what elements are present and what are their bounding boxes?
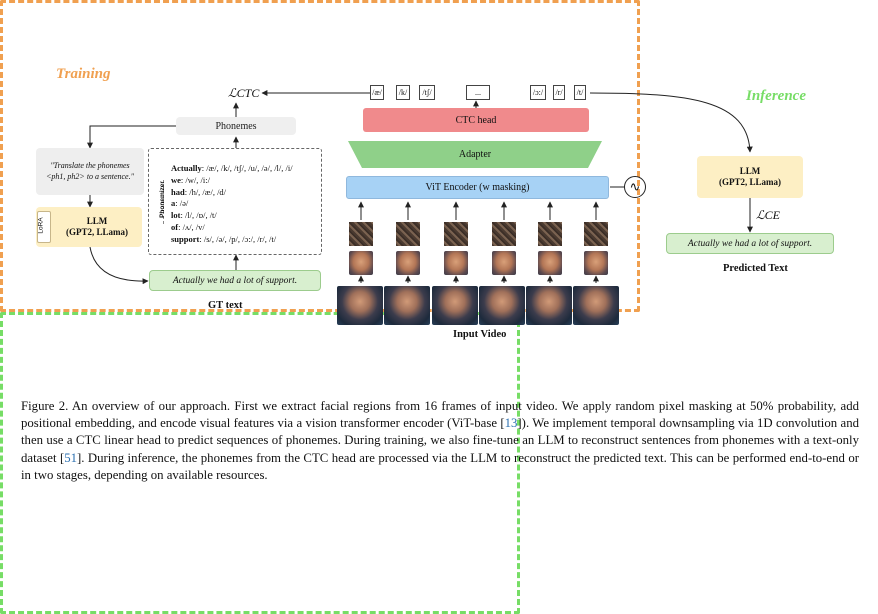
masked-frame-tile bbox=[349, 222, 373, 246]
gt-sentence-box: Actually we had a lot of support. bbox=[149, 270, 321, 291]
face-crop-tile bbox=[538, 251, 562, 275]
face-crop-tile bbox=[349, 251, 373, 275]
citation-link[interactable]: 13 bbox=[504, 416, 518, 431]
video-frame bbox=[337, 286, 383, 325]
adapter-shape bbox=[348, 141, 602, 168]
input-video-label: Input Video bbox=[453, 329, 507, 340]
llm-title: LLM bbox=[739, 166, 761, 176]
phoneme-token-ellipsis: ... bbox=[466, 85, 490, 100]
positional-embedding-icon: ∿ bbox=[624, 176, 646, 198]
phonemizer-label: Phonemizer bbox=[158, 181, 166, 218]
gt-text-label: GT text bbox=[208, 300, 243, 311]
predicted-sentence-box: Actually we had a lot of support. bbox=[666, 233, 834, 254]
face-crop-tile bbox=[396, 251, 420, 275]
connector-arrows bbox=[87, 90, 753, 285]
vit-encoder-block: ViT Encoder (w masking) bbox=[346, 176, 609, 199]
phoneme-line: of: /ʌ/, /v/ bbox=[171, 221, 205, 232]
phoneme-list: Actually: /æ/, /k/, /tʃ/, /u/, /ə/, /l/,… bbox=[171, 163, 293, 246]
phoneme-line: Actually: /æ/, /k/, /tʃ/, /u/, /ə/, /l/,… bbox=[171, 163, 293, 173]
phoneme-line: we: /w/, /i:/ bbox=[171, 174, 210, 185]
phoneme-line: support: /s/, /ə/, /p/, /ɔ:/, /r/, /t/ bbox=[171, 233, 277, 244]
llm-subtitle: (GPT2, LLama) bbox=[66, 227, 128, 237]
phoneme-token: /ɔ:/ bbox=[530, 85, 546, 100]
prompt-box: "Translate the phonemes <ph1, ph2> to a … bbox=[36, 148, 144, 195]
phonemizer-divider bbox=[149, 180, 164, 224]
adapter-label: Adapter bbox=[458, 149, 492, 160]
phoneme-token: /r/ bbox=[553, 85, 565, 100]
ctc-head-block: CTC head bbox=[363, 108, 589, 132]
phoneme-token: /k/ bbox=[396, 85, 410, 100]
face-crop-tile bbox=[492, 251, 516, 275]
phonemizer-box bbox=[148, 148, 322, 255]
ctc-loss-label: ℒCTC bbox=[228, 86, 260, 100]
llm-title: LLM bbox=[86, 216, 108, 226]
figure-caption: Figure 2. An overview of our approach. F… bbox=[21, 398, 859, 484]
face-crop-tile bbox=[584, 251, 608, 275]
training-label: Training bbox=[56, 66, 111, 82]
prompt-line: "Translate the phonemes bbox=[50, 161, 130, 170]
masked-frame-tile bbox=[444, 222, 468, 246]
citation-link[interactable]: 51 bbox=[64, 450, 77, 465]
masked-frame-tile bbox=[538, 222, 562, 246]
masked-frame-tile bbox=[584, 222, 608, 246]
video-frame bbox=[526, 286, 572, 325]
caption-text: ]. During inference, the phonemes from t… bbox=[21, 450, 859, 482]
phoneme-line: a: /ə/ bbox=[171, 198, 189, 209]
phonemes-box: Phonemes bbox=[176, 117, 296, 135]
video-frame bbox=[573, 286, 619, 325]
video-frame bbox=[384, 286, 430, 325]
phoneme-line: had: /h/, /æ/, /d/ bbox=[171, 186, 227, 197]
llm-train-text: LLM (GPT2, LLama) bbox=[52, 216, 142, 238]
llm-infer-box: LLM (GPT2, LLama) bbox=[697, 156, 803, 198]
masked-frame-tile bbox=[396, 222, 420, 246]
lora-adapter bbox=[37, 211, 51, 243]
training-frame bbox=[0, 0, 640, 312]
llm-train-box bbox=[36, 207, 142, 247]
phoneme-token: /t/ bbox=[574, 85, 586, 100]
inference-label: Inference bbox=[746, 88, 806, 104]
lora-label: LoRA bbox=[37, 217, 45, 234]
caption-text: Figure 2. An overview of our approach. F… bbox=[21, 399, 859, 431]
phoneme-line: lot: /l/, /ɒ/, /t/ bbox=[171, 210, 217, 221]
face-crop-tile bbox=[444, 251, 468, 275]
prompt-line: <ph1, ph2> to a sentence." bbox=[46, 172, 134, 181]
predicted-text-label: Predicted Text bbox=[723, 263, 788, 274]
caption-text: ]). We implement temporal downsampling v… bbox=[21, 416, 859, 465]
masked-frame-tile bbox=[492, 222, 516, 246]
phoneme-token: /tʃ/ bbox=[419, 85, 435, 100]
video-frame bbox=[479, 286, 525, 325]
ce-loss-label: ℒCE bbox=[756, 208, 780, 222]
phoneme-token: /æ/ bbox=[370, 85, 384, 100]
llm-subtitle: (GPT2, LLama) bbox=[719, 177, 781, 187]
video-frame bbox=[432, 286, 478, 325]
